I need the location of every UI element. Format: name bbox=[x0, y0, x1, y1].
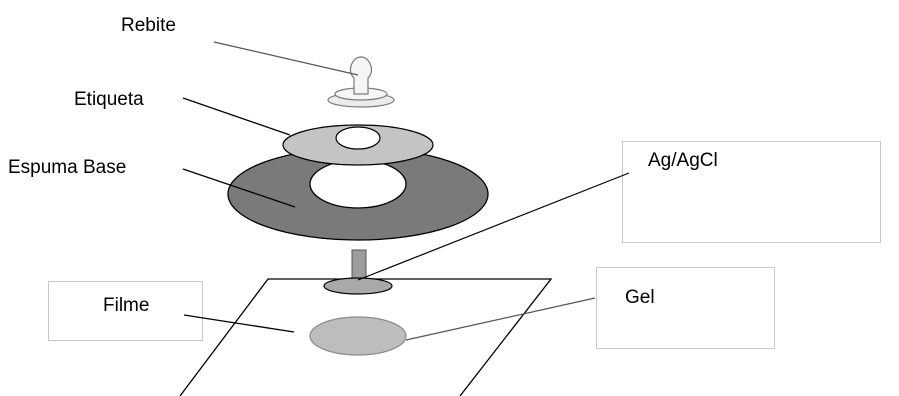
filme-label: Filme bbox=[103, 295, 150, 316]
etiqueta-leader bbox=[182, 97, 291, 136]
rebite-label: Rebite bbox=[121, 15, 176, 36]
gel-label-box bbox=[596, 267, 775, 349]
etiqueta-label: Etiqueta bbox=[74, 89, 144, 110]
gel-leader bbox=[405, 297, 596, 341]
ag-agcl-post bbox=[351, 249, 367, 279]
ag-agcl-label: Ag/AgCl bbox=[648, 150, 718, 171]
espuma-base-label: Espuma Base bbox=[8, 157, 127, 178]
espuma-leader bbox=[182, 168, 296, 208]
filme-leader bbox=[183, 314, 295, 333]
ag-agcl-label-box bbox=[622, 141, 881, 243]
gel-disc bbox=[309, 316, 407, 356]
gel-label: Gel bbox=[625, 287, 655, 308]
rebite-leader bbox=[213, 41, 359, 76]
filme-sheet bbox=[179, 278, 553, 396]
etiqueta-hole bbox=[335, 126, 381, 150]
rebite-rivet bbox=[327, 56, 395, 108]
ag-agcl-disc bbox=[323, 277, 393, 295]
ag-agcl-leader bbox=[357, 172, 630, 281]
filme-label-box bbox=[48, 281, 203, 341]
espuma-base-hole bbox=[309, 159, 407, 209]
